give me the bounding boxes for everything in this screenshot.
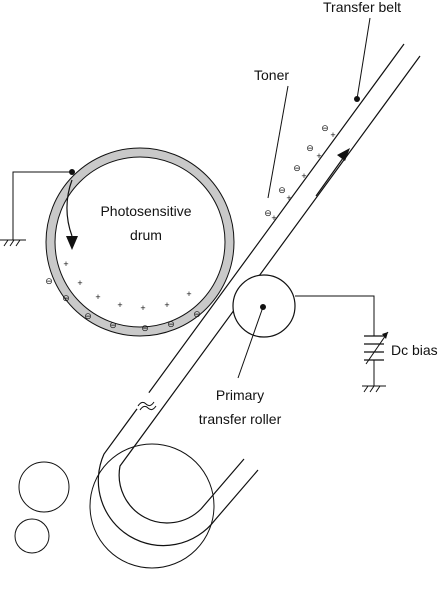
belt-drive-roller: [89, 443, 215, 569]
photosensitive-drum: [54, 156, 226, 328]
belt-positive-charge: +: [271, 213, 276, 223]
belt-motion-line: [315, 153, 347, 197]
drum-rotation-arrowhead: [66, 236, 78, 250]
drum-ground-hatch-icon: [3, 239, 21, 247]
bias-wire: [295, 295, 375, 336]
drum-negative-charge: ⊖: [109, 320, 117, 330]
belt-positive-charge: +: [330, 130, 335, 140]
drum-positive-charge: +: [63, 259, 68, 269]
belt-positive-charge: +: [286, 193, 291, 203]
drum-negative-charge: ⊖: [167, 319, 175, 329]
belt-negative-charge: ⊖: [293, 163, 301, 173]
variable-bias-arrow: [365, 331, 389, 365]
roller-label-line1: Primary: [216, 387, 264, 403]
belt-positive-charge: +: [301, 171, 306, 181]
belt-positive-charge: +: [316, 151, 321, 161]
roller-leader-line: [237, 306, 264, 379]
drum-ground-wire: [12, 171, 72, 240]
belt-motion-arrowhead: [337, 148, 350, 161]
drum-negative-charge: ⊖: [62, 293, 70, 303]
drum-negative-charge: ⊖: [45, 276, 53, 286]
toner-leader-line: [267, 85, 289, 199]
transfer-belt-inner: [118, 55, 421, 524]
belt-leader-line: [356, 17, 371, 100]
drum-negative-charge: ⊖: [84, 311, 92, 321]
drum-label-line2: drum: [130, 227, 162, 243]
bias-ground-hatch-icon: [363, 385, 381, 393]
idle-roller-lower: [14, 518, 50, 554]
drum-negative-charge: ⊖: [141, 323, 149, 333]
variable-bias-arrowhead-icon: [382, 332, 388, 339]
belt-negative-charge: ⊖: [321, 123, 329, 133]
dc-bias-label: Dc bias: [391, 342, 438, 358]
drum-positive-charge: +: [186, 289, 191, 299]
transfer-belt-outer: [97, 43, 405, 547]
transfer-belt-label: Transfer belt: [323, 0, 401, 15]
drum-label-line1: Photosensitive: [100, 203, 191, 219]
belt-break-gap: [134, 390, 158, 416]
drum-positive-charge: +: [140, 303, 145, 313]
toner-label: Toner: [254, 67, 289, 83]
drum-positive-charge: +: [164, 300, 169, 310]
roller-label-line2: transfer roller: [199, 411, 282, 427]
belt-negative-charge: ⊖: [306, 143, 314, 153]
drum-positive-charge: +: [117, 300, 122, 310]
idle-roller-upper: [18, 461, 70, 513]
belt-negative-charge: ⊖: [264, 208, 272, 218]
drum-rotation-arc: [66, 179, 73, 237]
drum-positive-charge: +: [95, 292, 100, 302]
belt-break-mark: [137, 401, 155, 407]
belt-break-mark-2: [139, 405, 157, 411]
drum-negative-charge: ⊖: [193, 309, 201, 319]
belt-negative-charge: ⊖: [278, 185, 286, 195]
drum-positive-charge: +: [77, 278, 82, 288]
